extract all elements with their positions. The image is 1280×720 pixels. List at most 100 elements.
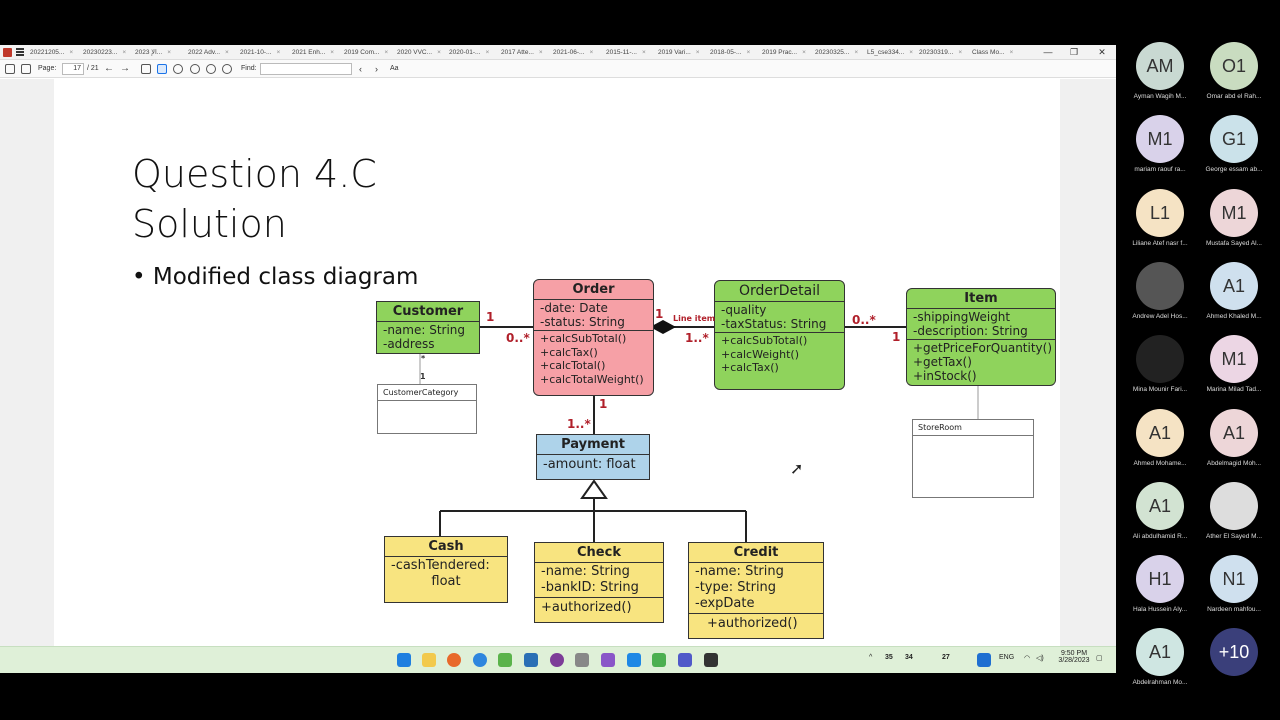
rotate-ccw-icon[interactable]: [190, 64, 200, 74]
participant-avatar[interactable]: L1: [1136, 188, 1184, 237]
browser-icon[interactable]: [473, 653, 487, 667]
menu-icon[interactable]: [16, 48, 24, 56]
tab-3[interactable]: 2022 Adv...×: [188, 47, 229, 59]
tab-16[interactable]: L5_cse334...×: [867, 47, 913, 59]
tab-close-icon[interactable]: ×: [802, 49, 806, 56]
participant-avatar[interactable]: H1: [1136, 555, 1184, 604]
tab-7[interactable]: 2020 VVC...×: [397, 47, 441, 59]
tray-badge[interactable]: 35: [885, 654, 893, 661]
participant-avatar[interactable]: A1: [1210, 408, 1258, 457]
tab-close-icon[interactable]: ×: [167, 49, 172, 56]
volume-icon[interactable]: ◁): [1036, 655, 1044, 662]
github-icon[interactable]: [550, 653, 564, 667]
teams-icon[interactable]: [678, 653, 692, 667]
tab-close-icon[interactable]: ×: [909, 49, 914, 56]
tab-close-icon[interactable]: ×: [589, 49, 594, 56]
close-button[interactable]: ✕: [1098, 47, 1106, 57]
tab-4[interactable]: 2021-10-...×: [240, 47, 280, 59]
tab-8[interactable]: 2020-01-...×: [449, 47, 489, 59]
tab-14[interactable]: 2019 Prac...×: [762, 47, 806, 59]
tab-17[interactable]: 20230319...×: [919, 47, 962, 59]
tray-chevron-icon[interactable]: ^: [869, 654, 873, 661]
tab-close-icon[interactable]: ×: [276, 49, 281, 56]
tab-close-icon[interactable]: ×: [746, 49, 751, 56]
language-indicator[interactable]: ENG: [999, 654, 1015, 661]
wifi-icon[interactable]: ◠: [1024, 655, 1031, 662]
op: +inStock(): [913, 369, 977, 383]
participant-avatar[interactable]: [1210, 481, 1258, 530]
participant-avatar[interactable]: A1: [1136, 628, 1184, 677]
tab-close-icon[interactable]: ×: [641, 49, 646, 56]
tray-badge[interactable]: 27: [942, 654, 950, 661]
fit-page-icon[interactable]: [157, 64, 167, 74]
participant-avatar[interactable]: AM: [1136, 42, 1184, 90]
print-icon[interactable]: [21, 64, 31, 74]
tab-12[interactable]: 2019 Vari...×: [658, 47, 700, 59]
participant-avatar[interactable]: G1: [1210, 115, 1258, 164]
tab-10[interactable]: 2021-06-...×: [553, 47, 593, 59]
participant-avatar[interactable]: [1136, 335, 1184, 384]
tab-close-icon[interactable]: ×: [958, 49, 963, 56]
participant-name: Abdelmagid Moh...: [1206, 459, 1262, 467]
find-next-icon[interactable]: ›: [375, 64, 378, 74]
tab-2[interactable]: 2023 الإ...×: [135, 47, 171, 59]
notepad-icon[interactable]: [498, 653, 512, 667]
windows-start-icon[interactable]: [397, 653, 411, 667]
tab-close-icon[interactable]: ×: [225, 49, 229, 56]
next-page-icon[interactable]: →: [120, 63, 130, 74]
clock[interactable]: 9:50 PM 3/28/2023: [1056, 650, 1092, 664]
prev-page-icon[interactable]: ←: [104, 63, 114, 74]
pdf-reader-icon[interactable]: [704, 653, 718, 667]
participant-avatar[interactable]: M1: [1210, 188, 1258, 237]
firefox-icon[interactable]: [447, 653, 461, 667]
match-case-button[interactable]: Aa: [390, 65, 399, 72]
tab-close-icon[interactable]: ×: [485, 49, 490, 56]
maximize-button[interactable]: ❐: [1069, 47, 1079, 57]
app-icon[interactable]: [575, 653, 589, 667]
tab-close-icon[interactable]: ×: [695, 49, 700, 56]
tab-close-icon[interactable]: ×: [122, 49, 127, 56]
find-prev-icon[interactable]: ‹: [359, 64, 362, 74]
vscode-icon[interactable]: [627, 653, 641, 667]
file-explorer-icon[interactable]: [422, 653, 436, 667]
participant-avatar[interactable]: A1: [1136, 481, 1184, 530]
spreadsheet-icon[interactable]: [652, 653, 666, 667]
more-participants-button[interactable]: +10: [1210, 628, 1258, 677]
microphone-icon[interactable]: [977, 653, 991, 667]
visual-studio-icon[interactable]: [601, 653, 615, 667]
tab-9[interactable]: 2017 Atte...×: [501, 47, 543, 59]
tab-close-icon[interactable]: ×: [384, 49, 389, 56]
participant-avatar[interactable]: M1: [1136, 115, 1184, 164]
zoom-out-icon[interactable]: [206, 64, 216, 74]
single-page-icon[interactable]: [141, 64, 151, 74]
participant-avatar[interactable]: M1: [1210, 335, 1258, 384]
tab-13[interactable]: 2018-05-...×: [710, 47, 750, 59]
tab-6[interactable]: 2019 Com...×: [344, 47, 388, 59]
tab-15[interactable]: 20230325...×: [815, 47, 858, 59]
notifications-icon[interactable]: ▢: [1096, 655, 1103, 662]
tab-close-icon[interactable]: ×: [330, 49, 335, 56]
participant-avatar[interactable]: A1: [1136, 408, 1184, 457]
tab-0[interactable]: 20221205...×: [30, 47, 73, 59]
tab-close-icon[interactable]: ×: [1009, 49, 1014, 56]
participant-avatar[interactable]: A1: [1210, 261, 1258, 310]
participant-avatar[interactable]: N1: [1210, 555, 1258, 604]
tab-1[interactable]: 20230223...×: [83, 47, 126, 59]
tab-close-icon[interactable]: ×: [538, 49, 543, 56]
participant-avatar[interactable]: [1136, 261, 1184, 310]
participant-avatar[interactable]: O1: [1210, 42, 1258, 90]
tab-5[interactable]: 2021 Enh...×: [292, 47, 334, 59]
zoom-in-icon[interactable]: [222, 64, 232, 74]
tab-close-icon[interactable]: ×: [854, 49, 859, 56]
window-app-icon[interactable]: [524, 653, 538, 667]
rotate-icon[interactable]: [173, 64, 183, 74]
tab-11[interactable]: 2015-11-...×: [606, 47, 646, 59]
tab-close-icon[interactable]: ×: [69, 49, 74, 56]
tab-18[interactable]: Class Mo...×: [972, 47, 1013, 59]
page-number-input[interactable]: 17: [62, 63, 84, 75]
find-input[interactable]: [260, 63, 352, 75]
tray-badge[interactable]: 34: [905, 654, 913, 661]
open-folder-icon[interactable]: [5, 64, 15, 74]
tab-close-icon[interactable]: ×: [437, 49, 441, 56]
minimize-button[interactable]: —: [1043, 47, 1053, 57]
